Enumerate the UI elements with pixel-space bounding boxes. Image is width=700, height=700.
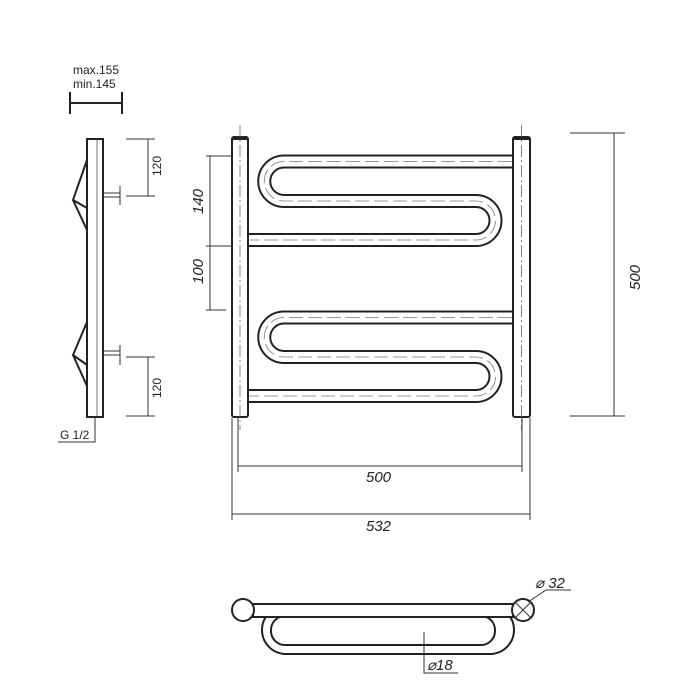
bottom-offset-label: 120 xyxy=(150,378,164,398)
bottom-offset-dim xyxy=(126,356,155,417)
wall-pin-lower xyxy=(103,345,121,365)
side-view: max.155 min.145 120 120 G 1/2 xyxy=(58,63,164,443)
loop-inner xyxy=(270,615,496,646)
tube-diameter-label: ⌀18 xyxy=(427,657,453,674)
top-view: ⌀ 32 ⌀18 xyxy=(231,575,571,674)
depth-dimension-line xyxy=(69,92,123,114)
serpentine-lower xyxy=(248,318,512,397)
total-width-dim xyxy=(231,418,531,520)
bracket-lower xyxy=(71,321,88,387)
thread-leader xyxy=(58,417,96,443)
left-post-section xyxy=(231,598,255,622)
center-distance-dim xyxy=(237,418,523,472)
side-post xyxy=(86,138,104,418)
bracket-upper xyxy=(71,159,88,231)
post-diameter-label: ⌀ 32 xyxy=(535,575,566,592)
depth-min-label: min.145 xyxy=(73,77,116,91)
top-offset-dim xyxy=(126,138,155,197)
center-distance-label: 500 xyxy=(366,469,392,486)
top-offset-label: 120 xyxy=(150,156,164,176)
height-label: 500 xyxy=(627,264,644,290)
serpentine-upper xyxy=(248,162,512,241)
front-view: 140 100 500 500 532 xyxy=(190,125,644,535)
upper-spacing-label: 140 xyxy=(190,188,207,214)
height-dim xyxy=(570,132,625,417)
top-bar xyxy=(252,603,514,618)
tube-diameter-leader xyxy=(423,632,458,674)
depth-max-label: max.155 xyxy=(73,63,119,77)
gap-spacing-label: 100 xyxy=(190,258,207,284)
post-diameter-leader xyxy=(527,589,571,603)
wall-pin-upper xyxy=(103,186,121,205)
spacing-dims xyxy=(206,155,232,311)
total-width-label: 532 xyxy=(366,518,392,535)
thread-label: G 1/2 xyxy=(60,428,90,442)
